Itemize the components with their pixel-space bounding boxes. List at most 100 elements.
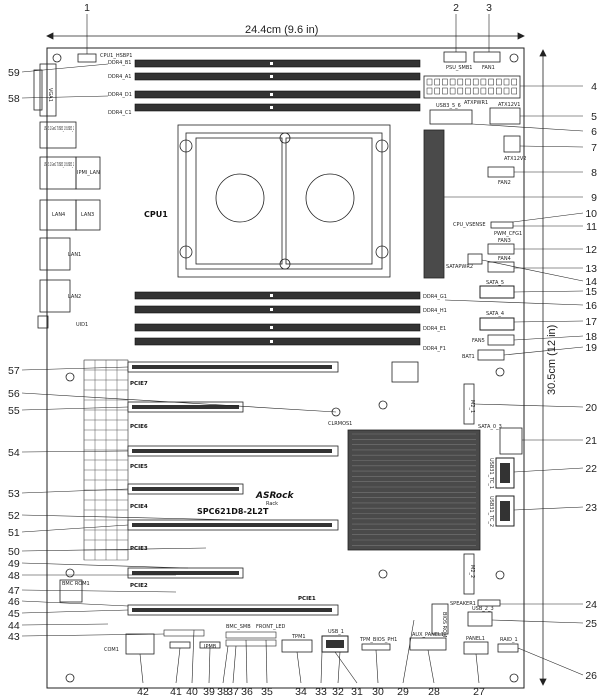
- callout-1: 1: [84, 2, 90, 14]
- callout-14: 14: [585, 276, 597, 288]
- pcie6-label: PCIE6: [130, 424, 148, 430]
- tpm-bios-ph1-header: [361, 643, 391, 651]
- dimm-b1: [134, 59, 421, 68]
- leader-47: [21, 589, 177, 593]
- leader-46: [21, 600, 129, 607]
- callout-52: 52: [8, 510, 20, 522]
- callout-18: 18: [585, 331, 597, 343]
- atx12v2-label: ATX12V2: [504, 156, 526, 162]
- callout-59: 59: [8, 67, 20, 79]
- leader-27: [475, 653, 480, 684]
- aux-panel1-label: AUX_PANEL1: [412, 632, 444, 638]
- front-led-label: FRONT_LED: [256, 624, 286, 630]
- callout-36: 36: [241, 686, 253, 698]
- leader-31: [334, 651, 358, 684]
- usb31-tc2-label: USB31_TC_2: [488, 496, 494, 527]
- callout-31: 31: [351, 686, 363, 698]
- leader-55: [21, 406, 129, 411]
- atxpwr1-pins: [426, 78, 517, 95]
- height-dimension: [539, 49, 547, 686]
- callout-32: 32: [332, 686, 344, 698]
- aux-panel1-header: [409, 637, 447, 651]
- usb3-5-6-header: [429, 109, 473, 125]
- uid-button: [37, 315, 49, 329]
- lan1-port: [39, 237, 71, 271]
- raid-1-header: [497, 643, 519, 653]
- usb-1-label: USB_1: [328, 629, 344, 635]
- callout-21: 21: [585, 435, 597, 447]
- cpu-vsense-label: CPU_VSENSE: [453, 222, 486, 228]
- chipset-heatsink: [347, 429, 481, 551]
- usb-2-3-label: USB_2_3: [472, 606, 494, 612]
- ddr4-a1-label: DDR4_A1: [108, 74, 131, 80]
- battery: [477, 349, 505, 361]
- leader-52: [21, 514, 241, 521]
- callout-17: 17: [585, 316, 597, 328]
- callout-12: 12: [585, 244, 597, 256]
- callout-10: 10: [585, 208, 597, 220]
- ddr4-c1-label: DDR4_C1: [108, 110, 132, 116]
- fan2-connector: [487, 166, 515, 178]
- callout-30: 30: [372, 686, 384, 698]
- fan3-connector: [487, 243, 515, 255]
- tpm1-label: TPM1: [291, 634, 306, 640]
- width-dimension: [46, 32, 525, 40]
- ddr4-f1-label: DDR4_F1: [423, 346, 446, 352]
- callout-27: 27: [473, 686, 485, 698]
- leader-45: [21, 609, 129, 614]
- callout-58: 58: [8, 93, 20, 105]
- leader-56: [21, 392, 337, 413]
- usb-2-3-header: [467, 611, 493, 627]
- cpu1-label: CPU1: [144, 210, 168, 219]
- callout-13: 13: [585, 263, 597, 275]
- pwm-cfg1-label: PWM_CFG1: [494, 231, 522, 237]
- callout-4: 4: [591, 81, 597, 93]
- fan1-connector: [473, 51, 501, 63]
- leader-53: [21, 488, 129, 494]
- lan2-port: [39, 279, 71, 313]
- small-headers-bottom: [163, 629, 277, 647]
- bios-rom-label: BIOS ROM: [441, 612, 447, 637]
- leader-23: [513, 506, 584, 511]
- cpu-socket: [177, 124, 391, 278]
- tpm1-header: [281, 639, 313, 653]
- callout-57: 57: [8, 365, 20, 377]
- pcie7-label: PCIE7: [130, 381, 148, 387]
- dimm-h1: [134, 305, 421, 314]
- callout-50: 50: [8, 546, 20, 558]
- dimm-f1: [134, 337, 421, 346]
- callout-28: 28: [428, 686, 440, 698]
- usb31-tc2-header: [495, 495, 515, 527]
- heatsink-fins: [352, 433, 476, 546]
- speaker1-header: [477, 599, 501, 607]
- m2-2-label: M2_2: [469, 565, 475, 578]
- sata4-label: SATA_4: [486, 311, 504, 317]
- heatsink-die: [391, 361, 419, 383]
- usb3-5-6-label: USB3_5_6: [436, 103, 461, 109]
- callout-46: 46: [8, 596, 20, 608]
- usb31-tc1-label: USB31_TC_1: [488, 458, 494, 489]
- pcie4-label: PCIE4: [130, 504, 148, 510]
- callout-8: 8: [591, 167, 597, 179]
- satapwr2-connector: [467, 253, 483, 265]
- board-outline: [46, 47, 525, 689]
- callout-54: 54: [8, 447, 20, 459]
- leader-17: [513, 320, 584, 323]
- leader-7: [519, 145, 584, 148]
- dimm-d1: [134, 90, 421, 99]
- vga-label: VGA1: [47, 88, 53, 102]
- width-label: 24.4cm (9.6 in): [245, 24, 318, 36]
- leader-38: [222, 645, 229, 684]
- ddr4-e1-label: DDR4_E1: [423, 326, 446, 332]
- leader-50: [21, 547, 207, 552]
- ddr4-h1-label: DDR4_H1: [423, 308, 447, 314]
- leader-10: [512, 212, 584, 223]
- bios-rom: [431, 603, 449, 635]
- vga-port: [39, 63, 57, 117]
- ipmi-lan-label: IPMI_LAN: [77, 170, 100, 176]
- callout-48: 48: [8, 570, 20, 582]
- callout-lines: [21, 14, 584, 684]
- callout-47: 47: [8, 585, 20, 597]
- fan5-connector: [487, 334, 515, 346]
